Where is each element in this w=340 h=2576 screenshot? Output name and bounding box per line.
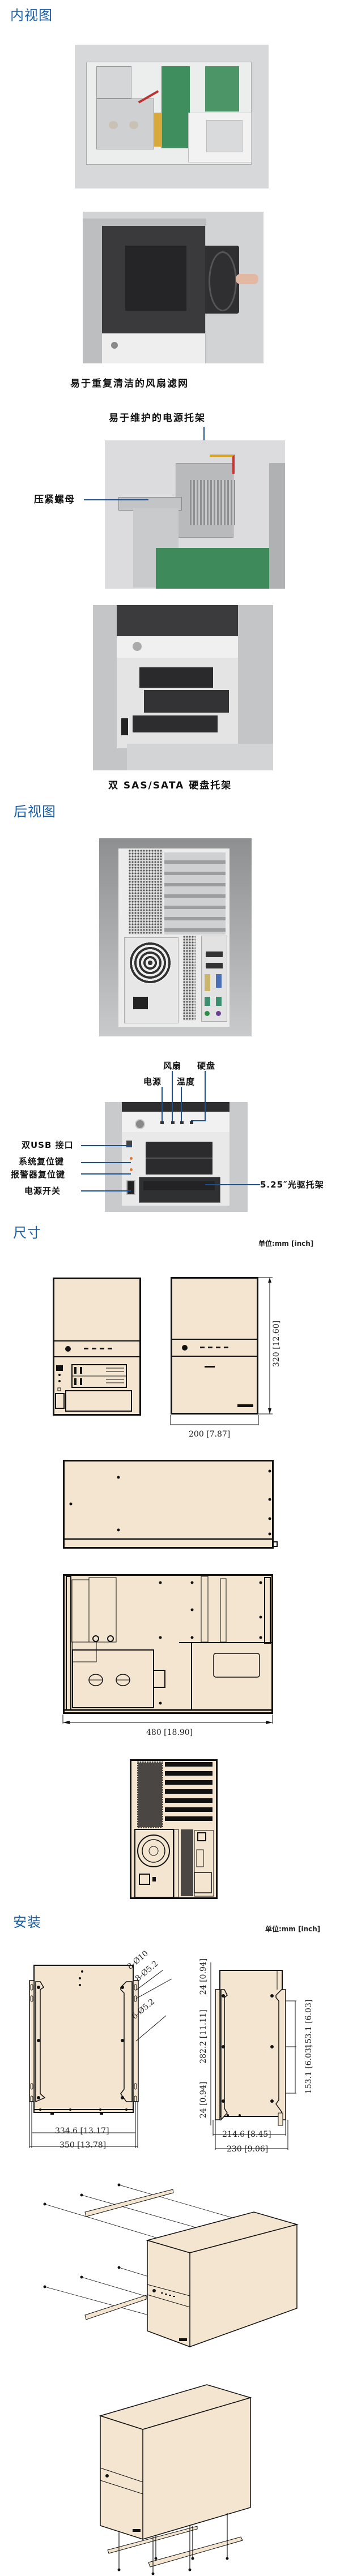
callout-line-fan-led [172,1071,173,1121]
callout-line-clamp-nut [84,499,148,500]
label-system-reset: 系统复位键 [19,1156,65,1167]
top-view-drawing [62,1574,273,1724]
interior-top-photo [75,45,269,188]
label-odd-bay: 5.25″光驱托架 [260,1180,324,1190]
callout-line-temp-led [181,1087,182,1121]
callout-line-usb [81,1145,132,1146]
height-dimension-label: 320 [12.60] [272,1320,281,1368]
outer-width-2-label: 230 [9.06] [227,2145,269,2154]
exploded-install-drawing [43,2183,299,2348]
side-view-drawing [170,1277,273,1425]
callout-line-hdd-led-h [191,1120,206,1121]
front-view-drawing [53,1278,141,1416]
pitch-upper-label: 153.1 [6.03] [304,1999,313,2049]
pitch-lower-label: 153.1 [6.03] [304,2044,313,2094]
callout-line-odd-bay [205,1184,260,1185]
section-heading-dimensions: 尺寸 [13,1225,41,1241]
caption-hdd-tray: 双 SAS/SATA 硬盘托架 [108,780,232,791]
height-dimension-line [268,1278,271,1414]
top-offset-label: 24 [0.94] [199,1958,208,1995]
mid-span-label: 282.2 [11.11] [199,2009,208,2064]
hdd-tray-photo [93,605,273,770]
label-dual-usb: 双USB 接口 [22,1140,74,1150]
bottom-offset-label: 24 [0.94] [199,2081,208,2119]
callout-line-system-reset [81,1162,131,1163]
section-heading-interior: 内视图 [10,7,53,23]
rear-view-photo [99,838,252,1036]
callout-line-power-led [162,1087,163,1121]
depth-dimension-label: 200 [7.87] [189,1430,231,1439]
caption-clamp-nut: 压紧螺母 [34,494,75,505]
indicator-label-temp: 温度 [177,1077,196,1087]
unit-label-dimensions: 单位:mm [inch] [258,1240,314,1248]
outer-width-label: 350 [13.78] [60,2141,107,2150]
rear-view-drawing [130,1759,218,1899]
section-heading-rear: 后视图 [14,804,56,820]
indicator-label-hdd: 硬盘 [197,1061,216,1071]
inner-width-2-label: 214.6 [8.45] [222,2130,271,2139]
callout-line-hdd-led [205,1071,206,1121]
indicator-label-fan: 风扇 [163,1061,182,1071]
front-panel-photo [105,1102,248,1212]
caption-psu-bracket: 易于维护的电源托架 [109,413,206,424]
callout-line-power-switch [81,1190,131,1191]
label-alarm-reset: 报警器复位键 [11,1169,66,1180]
caption-fan-filter: 易于重复清洁的风扇滤网 [70,378,189,389]
psu-bracket-photo [105,440,285,589]
side-panel-drawing [63,1460,278,1549]
callout-line-alarm-reset [81,1173,131,1175]
label-power-switch: 电源开关 [24,1186,61,1196]
fan-filter-photo [83,212,264,363]
section-heading-installation: 安装 [13,1914,41,1930]
unit-label-installation: 单位:mm [inch] [265,1925,321,1933]
inner-width-label: 334.6 [13.17] [55,2127,109,2136]
indicator-label-power: 电源 [143,1077,162,1087]
mounted-install-drawing [99,2384,252,2575]
install-front-drawing [29,1965,172,2148]
length-dimension-label: 480 [18.90] [146,1728,193,1737]
install-side-drawing [210,1962,296,2150]
